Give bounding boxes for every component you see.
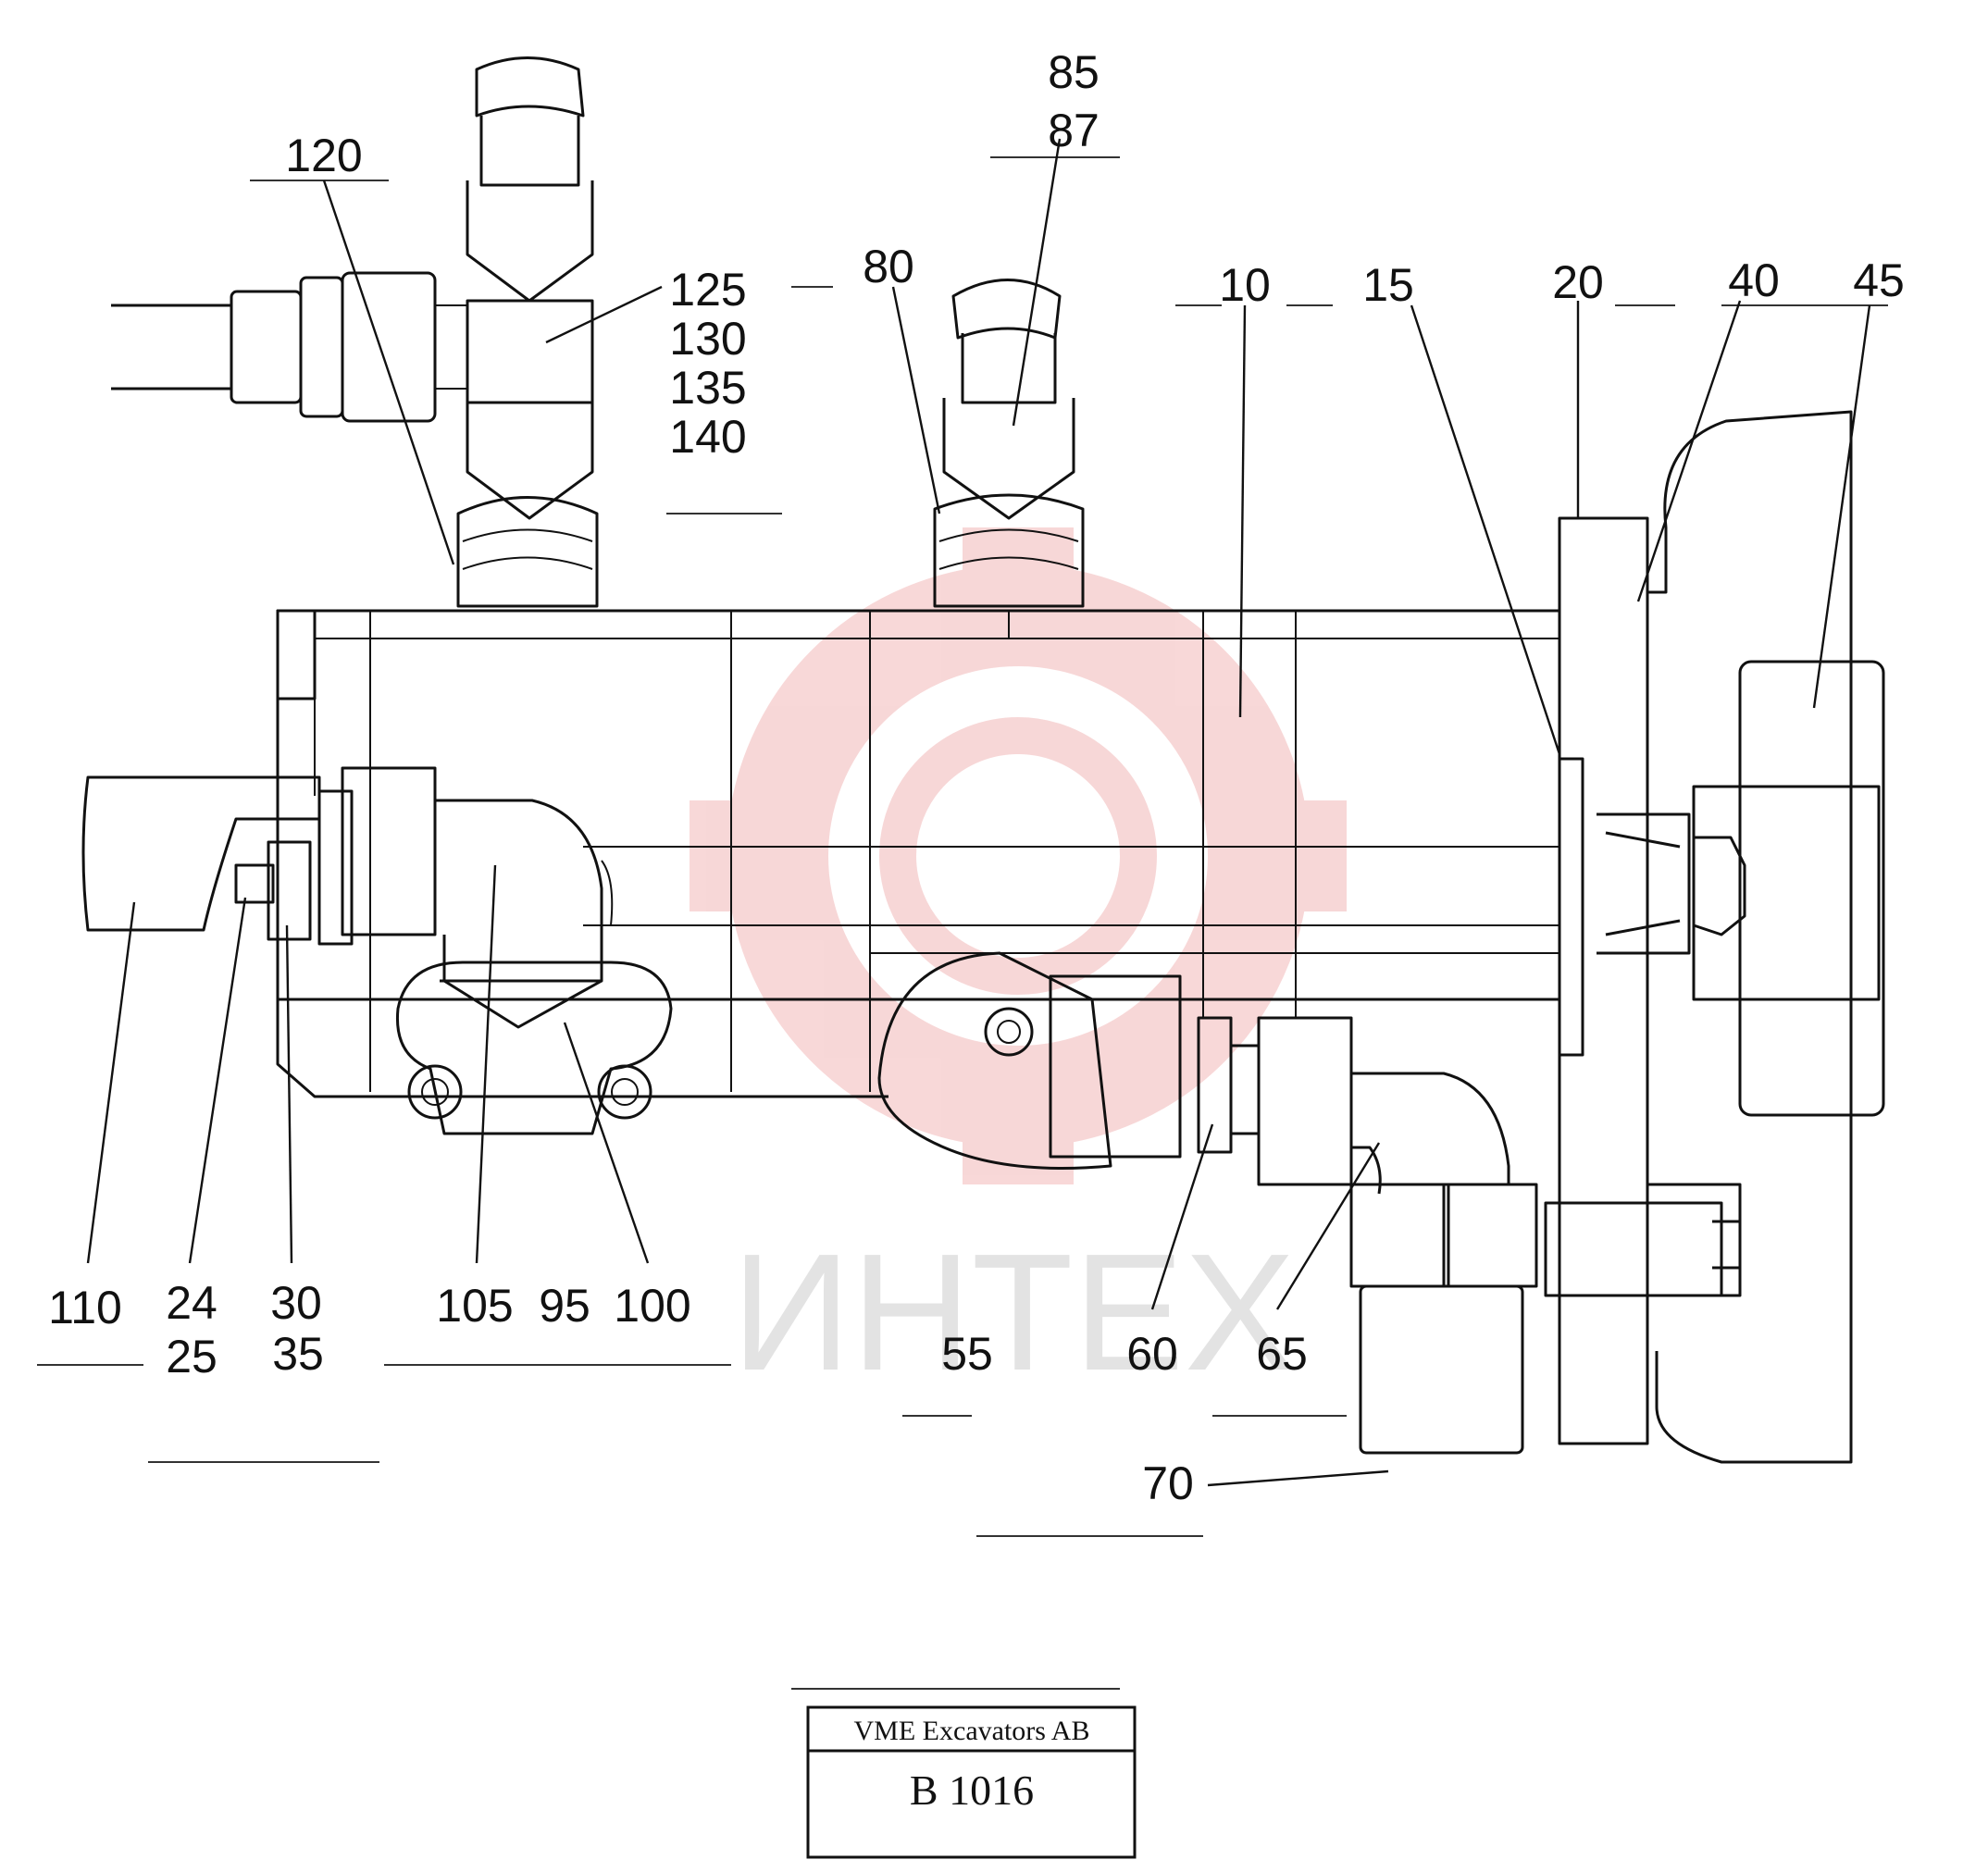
right-flange — [1544, 410, 1885, 1464]
label-24: 24 — [166, 1277, 217, 1329]
label-120: 120 — [285, 130, 362, 181]
label-85: 85 — [1048, 46, 1100, 98]
label-70: 70 — [1142, 1457, 1194, 1509]
elbow-flange-left — [341, 766, 673, 1135]
label-30: 30 — [270, 1277, 322, 1329]
label-130: 130 — [669, 313, 746, 365]
label-140: 140 — [669, 411, 746, 463]
watermark-text: ИНТЕХ — [731, 1220, 1295, 1406]
label-25: 25 — [166, 1331, 217, 1382]
label-35: 35 — [272, 1328, 324, 1380]
label-125: 125 — [669, 264, 746, 316]
flange-55 — [877, 951, 1182, 1170]
label-40: 40 — [1728, 254, 1780, 306]
label-100: 100 — [614, 1280, 690, 1332]
title-block-company: VME Excavators AB — [854, 1716, 1090, 1746]
label-10: 10 — [1219, 259, 1271, 311]
label-45: 45 — [1853, 254, 1905, 306]
label-110: 110 — [48, 1282, 122, 1333]
label-95: 95 — [539, 1280, 590, 1332]
top-center-fitting — [933, 279, 1085, 608]
fittings-60-65-70 — [1197, 1016, 1538, 1455]
label-65: 65 — [1256, 1328, 1308, 1380]
label-105: 105 — [436, 1280, 513, 1332]
label-15: 15 — [1362, 259, 1414, 311]
label-87: 87 — [1048, 105, 1100, 156]
label-135: 135 — [669, 362, 746, 414]
label-55: 55 — [941, 1328, 993, 1380]
part-labels: 120 85 87 80 125 130 135 140 10 15 20 40… — [48, 46, 1905, 1509]
label-60: 60 — [1126, 1328, 1178, 1380]
watermark-logo — [690, 527, 1347, 1184]
top-left-fitting — [111, 56, 599, 608]
leader-lines — [86, 138, 1871, 1487]
label-20: 20 — [1552, 256, 1604, 308]
title-block-drawing-number: B 1016 — [910, 1767, 1034, 1814]
title-block: VME Excavators AB B 1016 — [791, 1688, 1137, 1859]
left-outlet — [81, 775, 354, 946]
label-80: 80 — [863, 241, 914, 292]
